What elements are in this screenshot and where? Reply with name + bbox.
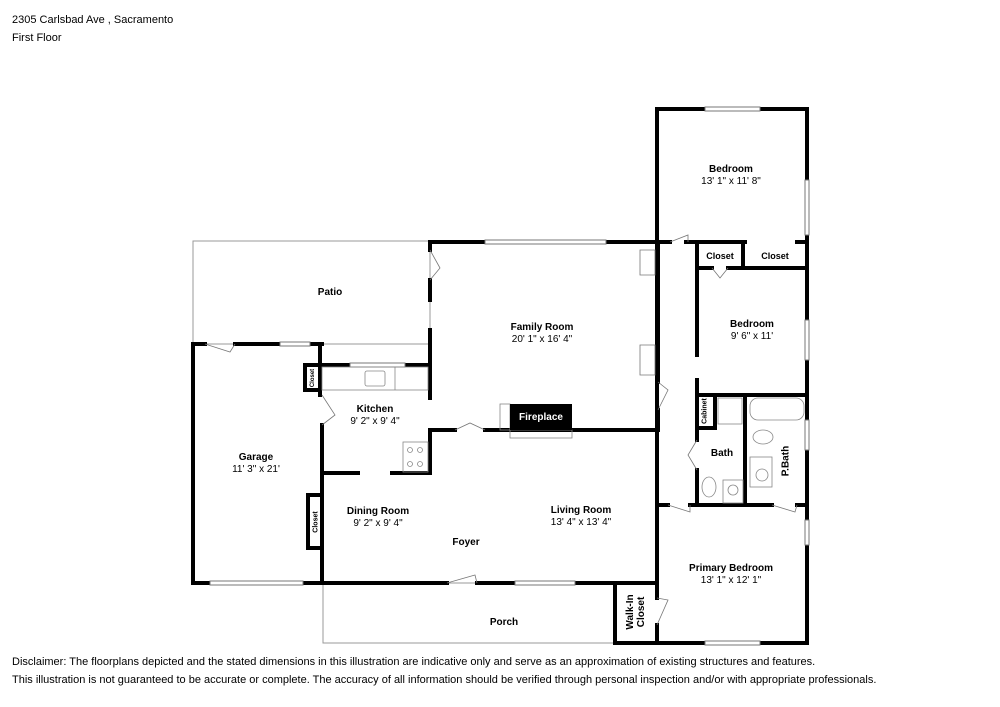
room-dims: 9' 6" x 11' bbox=[730, 331, 774, 342]
disclaimer-line-2: This illustration is not guaranteed to b… bbox=[12, 674, 877, 686]
room-kitchen-closet: Closet bbox=[310, 368, 316, 388]
room-name: Dining Room bbox=[346, 506, 410, 517]
room-family-room: Family Room 20' 1" x 16' 4" bbox=[511, 322, 574, 346]
patio-outline bbox=[192, 240, 431, 345]
room-garage: Garage 11' 3" x 21' bbox=[232, 452, 280, 476]
room-name: Bedroom bbox=[730, 319, 774, 330]
room-patio: Patio bbox=[317, 287, 343, 298]
room-dining-room: Dining Room 9' 2" x 9' 4" bbox=[347, 506, 409, 530]
porch-outline bbox=[322, 582, 616, 644]
fireplace-label: Fireplace bbox=[519, 412, 563, 423]
room-bedroom-1: Bedroom 13' 1" x 11' 8" bbox=[701, 164, 761, 188]
room-dims: 13' 4" x 13' 4" bbox=[550, 517, 612, 528]
room-name: Walk-In bbox=[625, 594, 636, 630]
room-bath: Bath bbox=[710, 448, 734, 459]
disclaimer-line-1: Disclaimer: The floorplans depicted and … bbox=[12, 656, 816, 668]
room-dims: 13' 1" x 12' 1" bbox=[700, 575, 762, 586]
room-garage-closet: Closet bbox=[312, 511, 320, 533]
room-closet-2: Closet bbox=[761, 251, 789, 261]
room-name: Garage bbox=[238, 452, 274, 463]
room-name: Bedroom bbox=[709, 164, 753, 175]
room-name: Family Room bbox=[510, 322, 574, 333]
room-name: Kitchen bbox=[356, 404, 394, 415]
room-dims: 9' 2" x 9' 4" bbox=[350, 416, 400, 427]
room-dims: 11' 3" x 21' bbox=[232, 464, 280, 475]
fireplace-block bbox=[510, 404, 572, 430]
room-cabinet: Cabinet bbox=[701, 398, 709, 424]
room-living-room: Living Room 13' 4" x 13' 4" bbox=[551, 505, 612, 529]
room-closet-1: Closet bbox=[706, 251, 734, 261]
floor-label: First Floor bbox=[12, 32, 62, 44]
room-dims: 9' 2" x 9' 4" bbox=[353, 518, 403, 529]
room-primary-bedroom: Primary Bedroom 13' 1" x 12' 1" bbox=[689, 563, 773, 587]
room-primary-bath: P.Bath bbox=[780, 445, 792, 477]
room-name-line2: Closet bbox=[636, 596, 647, 628]
room-bedroom-2: Bedroom 9' 6" x 11' bbox=[730, 319, 774, 343]
room-kitchen: Kitchen 9' 2" x 9' 4" bbox=[350, 404, 399, 428]
room-name: Living Room bbox=[550, 505, 612, 516]
room-dims: 20' 1" x 16' 4" bbox=[511, 334, 573, 345]
room-walk-in-closet: Walk-In Closet bbox=[625, 594, 647, 629]
room-dims: 13' 1" x 11' 8" bbox=[701, 176, 761, 187]
address-title: 2305 Carlsbad Ave , Sacramento bbox=[12, 14, 174, 26]
room-name: Primary Bedroom bbox=[689, 563, 773, 574]
room-porch: Porch bbox=[489, 617, 519, 628]
room-foyer: Foyer bbox=[452, 537, 480, 548]
